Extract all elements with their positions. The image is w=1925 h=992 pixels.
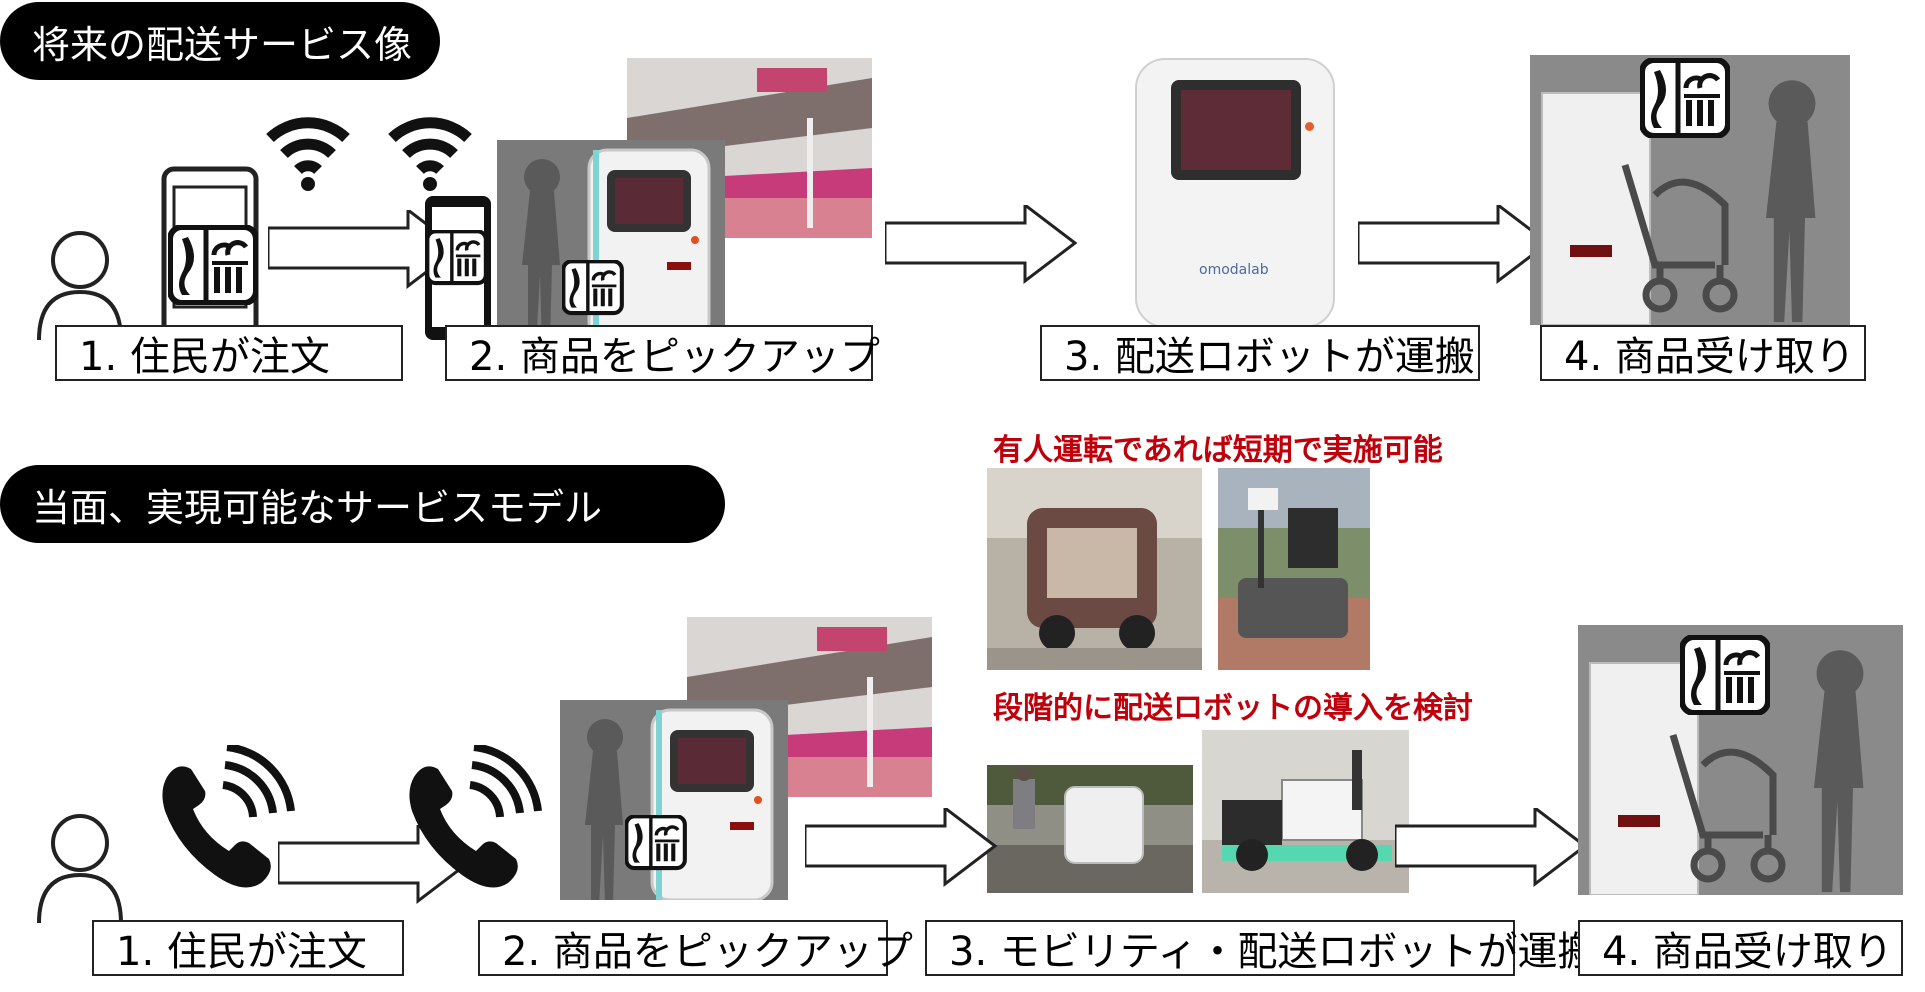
user-icon [37, 814, 123, 925]
arrow-icon [885, 205, 1077, 283]
wifi-icon [258, 100, 358, 200]
robot-display [1181, 90, 1291, 170]
note-gradual: 段階的に配送ロボットの導入を検討 [993, 691, 1473, 726]
arrow-icon [1358, 205, 1550, 283]
robot-screen [1171, 80, 1301, 180]
future-step-2-text: 2. 商品をピックアップ [469, 334, 880, 380]
section-title-future: 将来の配送サービス像 [0, 2, 440, 80]
phone-call-icon [148, 745, 298, 895]
section-title-current: 当面、実現可能なサービスモデル [0, 465, 725, 543]
current-step-4-label: 4. 商品受け取り [1578, 920, 1903, 976]
delivery-robot-image: omodalab [1135, 58, 1335, 328]
food-icon [562, 260, 624, 316]
robot-light [1305, 122, 1314, 131]
future-step-3-label: 3. 配送ロボットが運搬 [1040, 325, 1480, 381]
manned-vehicle-photo [987, 468, 1202, 670]
receive-photo [1578, 625, 1903, 895]
delivery-robot-street-photo [987, 765, 1193, 893]
food-icon [625, 815, 687, 871]
current-step-2-label: 2. 商品をピックアップ [478, 920, 913, 976]
cart-robot-photo [1218, 468, 1370, 670]
future-step-4-text: 4. 商品受け取り [1564, 334, 1855, 380]
section-title-current-text: 当面、実現可能なサービスモデル [32, 485, 603, 530]
wifi-icon [380, 100, 480, 200]
phone-call-icon [395, 745, 545, 895]
arrow-icon [805, 808, 997, 886]
future-step-1-text: 1. 住民が注文 [79, 334, 330, 380]
future-step-1-label: 1. 住民が注文 [55, 325, 403, 381]
food-icon [1640, 58, 1730, 138]
food-icon [426, 230, 488, 286]
current-step-3-text: 3. モビリティ・配送ロボットが運搬 [949, 929, 1598, 975]
future-step-4-label: 4. 商品受け取り [1540, 325, 1866, 381]
food-icon [1680, 635, 1770, 715]
tracked-robot-photo [1202, 730, 1409, 893]
note-manned: 有人運転であれば短期で実施可能 [993, 433, 1443, 468]
food-icon [168, 225, 258, 305]
arrow-icon [1395, 808, 1587, 886]
section-title-future-text: 将来の配送サービス像 [32, 22, 413, 67]
current-step-4-text: 4. 商品受け取り [1602, 929, 1893, 975]
robot-brand-label: omodalab [1199, 262, 1269, 278]
future-step-2-label: 2. 商品をピックアップ [445, 325, 880, 381]
current-step-3-label: 3. モビリティ・配送ロボットが運搬 [925, 920, 1597, 976]
current-step-2-text: 2. 商品をピックアップ [502, 929, 913, 975]
future-step-3-text: 3. 配送ロボットが運搬 [1064, 334, 1475, 380]
current-step-1-label: 1. 住民が注文 [92, 920, 404, 976]
current-step-1-text: 1. 住民が注文 [116, 929, 367, 975]
